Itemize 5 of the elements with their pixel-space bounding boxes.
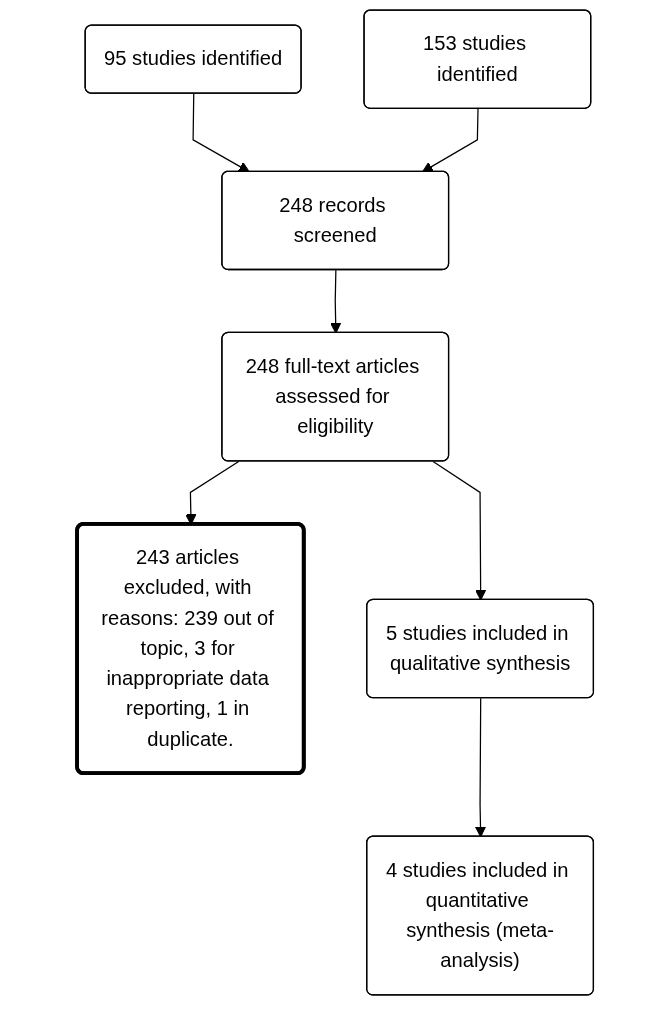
arrow [432, 460, 486, 601]
arrow [474, 697, 486, 838]
arrow [192, 93, 250, 173]
arrow [329, 269, 341, 334]
arrow [421, 108, 479, 173]
